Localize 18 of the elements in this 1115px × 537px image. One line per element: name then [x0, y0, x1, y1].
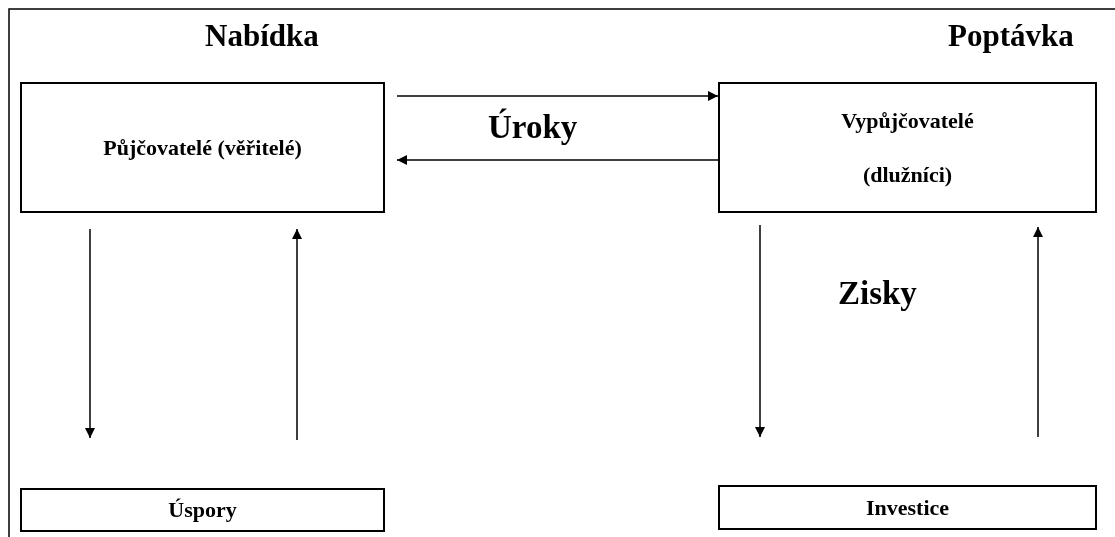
box-label: Vypůjčovatelé (dlužníci) [840, 106, 975, 189]
arrow [1033, 226, 1043, 438]
process-box [718, 485, 1097, 530]
process-box [20, 82, 385, 213]
column-heading: Nabídka [205, 18, 319, 54]
box-label: Úspory [167, 496, 238, 524]
arrow [292, 228, 302, 441]
process-box [718, 82, 1097, 213]
arrow [755, 224, 765, 438]
box-label: Investice [864, 493, 951, 522]
column-heading: Poptávka [948, 18, 1074, 54]
box-label: Půjčovatelé (věřitelé) [102, 133, 303, 162]
flow-label: Úroky [488, 109, 578, 146]
arrow [396, 91, 719, 101]
process-box [20, 488, 385, 532]
arrow [85, 228, 95, 439]
flow-label: Zisky [838, 275, 917, 312]
arrow [396, 155, 719, 165]
